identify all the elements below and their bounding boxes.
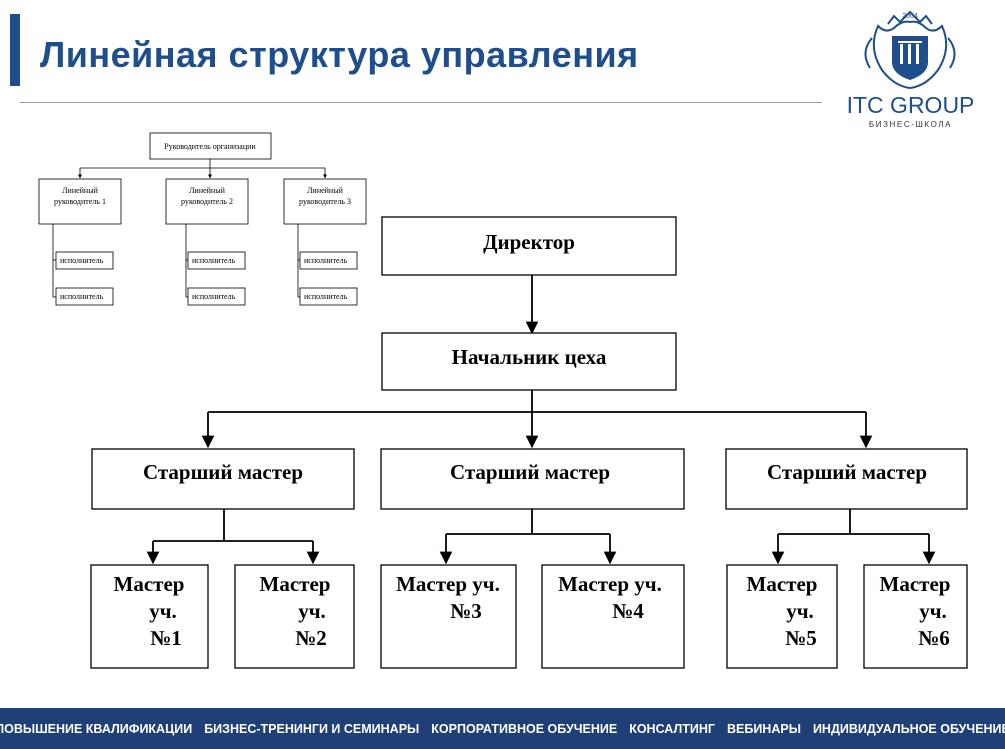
master-1-line-1: Мастер xyxy=(114,572,185,596)
director-box xyxy=(381,216,677,276)
master-2-line-3: №2 xyxy=(295,626,327,650)
crest-icon: 2004 xyxy=(864,10,956,90)
footer-nav: ПОВЫШЕНИЕ КВАЛИФИКАЦИИ БИЗНЕС-ТРЕНИНГИ И… xyxy=(0,708,1005,749)
master-box-3 xyxy=(380,564,517,669)
small-executor-box xyxy=(55,287,114,306)
shop-head-box xyxy=(381,332,677,391)
master-5-line-2: уч. xyxy=(786,599,814,623)
master-3-line-1: Мастер уч. xyxy=(396,572,500,596)
senior-master-box-3 xyxy=(725,448,968,510)
small-executor-label: исполнитель xyxy=(192,292,236,301)
logo-subtitle: БИЗНЕС-ШКОЛА xyxy=(868,120,953,129)
master-3-line-2: №3 xyxy=(450,599,482,623)
logo-name: ITC GROUP xyxy=(846,92,975,118)
small-top-box xyxy=(149,132,272,160)
master-6-line-2: уч. xyxy=(919,599,947,623)
master-6-line-3: №6 xyxy=(918,626,950,650)
small-executor-label: исполнитель xyxy=(304,256,348,265)
footer-link-individual[interactable]: ИНДИВИДУАЛЬНОЕ ОБУЧЕНИЕ xyxy=(812,721,1005,736)
small-executor-label: исполнитель xyxy=(60,292,104,301)
main-org-boxes xyxy=(90,216,968,669)
main-org-labels: Директор Начальник цеха Старший мастер С… xyxy=(114,230,951,650)
small-executor-box xyxy=(187,251,246,270)
master-2-line-2: уч. xyxy=(298,599,326,623)
master-5-line-3: №5 xyxy=(785,626,817,650)
master-box-1 xyxy=(90,564,209,669)
senior-master-box-1 xyxy=(91,448,355,510)
small-executor-box xyxy=(299,251,358,270)
master-box-2 xyxy=(234,564,355,669)
small-executor-box xyxy=(299,287,358,306)
master-5-line-1: Мастер xyxy=(747,572,818,596)
footer-link-corporate[interactable]: КОРПОРАТИВНОЕ ОБУЧЕНИЕ xyxy=(431,721,618,736)
master-box-4 xyxy=(541,564,685,669)
master-4-line-1: Мастер уч. xyxy=(558,572,662,596)
master-box-5 xyxy=(726,564,838,669)
slide-title: Линейная структура управления xyxy=(40,34,639,75)
small-top-label: Руководитель организации xyxy=(164,142,256,151)
small-org-chart xyxy=(38,132,367,306)
senior-master-label-1: Старший мастер xyxy=(143,460,303,484)
master-4-line-2: №4 xyxy=(612,599,644,623)
small-executor-box xyxy=(55,251,114,270)
master-2-line-1: Мастер xyxy=(260,572,331,596)
footer-link-consulting[interactable]: КОНСАЛТИНГ xyxy=(629,721,715,736)
small-executor-label: исполнитель xyxy=(60,256,104,265)
title-divider xyxy=(20,102,822,103)
small-manager-box-3 xyxy=(283,178,367,225)
footer-link-webinars[interactable]: ВЕБИНАРЫ xyxy=(726,721,801,736)
small-executor-label: исполнитель xyxy=(192,256,236,265)
senior-master-label-3: Старший мастер xyxy=(767,460,927,484)
director-label: Директор xyxy=(483,230,575,254)
small-manager-box-2 xyxy=(165,178,249,225)
footer-link-qualification[interactable]: ПОВЫШЕНИЕ КВАЛИФИКАЦИИ xyxy=(0,721,193,736)
logo-year: 2004 xyxy=(902,13,918,20)
footer-link-trainings[interactable]: БИЗНЕС-ТРЕНИНГИ И СЕМИНАРЫ xyxy=(204,721,420,736)
itc-group-logo: 2004 ITC GROUP БИЗНЕС-ШКОЛА xyxy=(838,8,983,133)
small-manager-box-1 xyxy=(38,178,122,225)
title-accent-bar xyxy=(10,14,20,86)
shop-head-label: Начальник цеха xyxy=(452,345,607,369)
master-6-line-1: Мастер xyxy=(880,572,951,596)
master-1-line-3: №1 xyxy=(150,626,182,650)
small-executor-label: исполнитель xyxy=(304,292,348,301)
main-org-connectors xyxy=(146,275,936,565)
senior-master-box-2 xyxy=(380,448,685,510)
small-executor-box xyxy=(187,287,246,306)
senior-master-label-2: Старший мастер xyxy=(450,460,610,484)
master-1-line-2: уч. xyxy=(149,599,177,623)
master-box-6 xyxy=(863,564,968,669)
